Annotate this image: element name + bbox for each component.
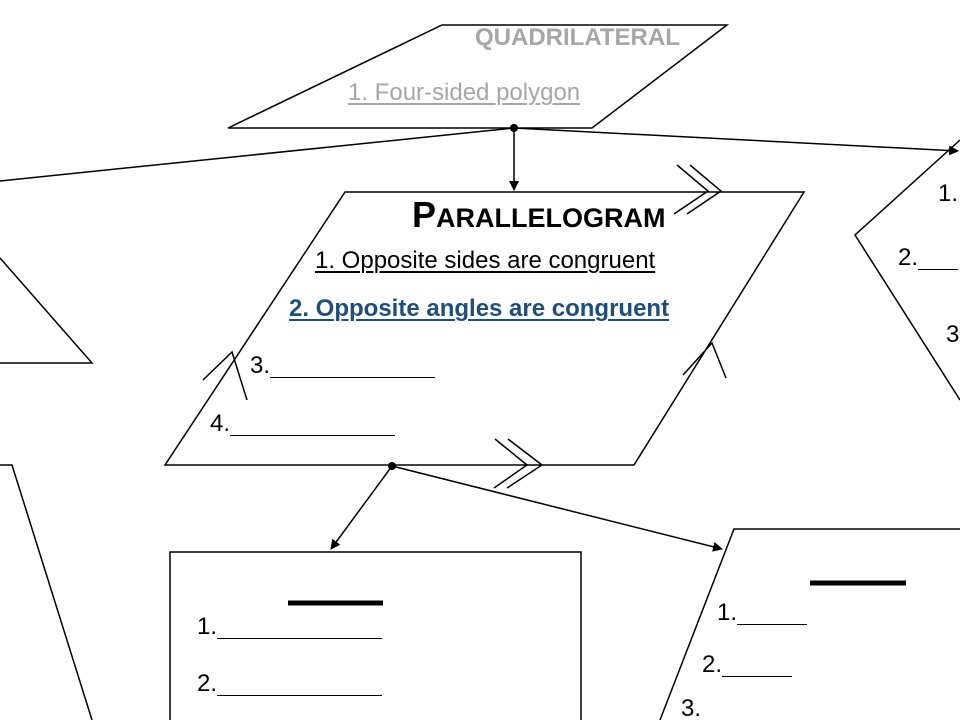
angle-mark-right	[682, 341, 727, 379]
parallelogram-property-3-blank	[270, 355, 436, 378]
bottom-left-item-2: 2.	[197, 670, 383, 697]
bottom-right-item-3-label: 3.	[681, 695, 702, 722]
right-shape-item-1-label: 1.	[938, 180, 959, 207]
bottom-right-item-1-blank	[737, 602, 808, 625]
parallelogram-title: PARALLELOGRAM	[412, 197, 666, 233]
parallel-mark-top-1	[673, 164, 710, 215]
parallelogram-shape	[163, 191, 806, 466]
bottom-right-item-2: 2.	[702, 651, 793, 678]
bottom-left-item-2-label: 2.	[197, 670, 218, 697]
connector-left	[0, 127, 515, 182]
right-shape-item-2-label: 2.	[898, 244, 919, 271]
right-shape-item-3: 3	[946, 323, 959, 347]
parallelogram-property-2: 2. Opposite angles are congruent	[289, 295, 670, 322]
quadrilateral-property-1: 1. Four-sided polygon	[348, 79, 581, 106]
parallelogram-property-1: 1. Opposite sides are congruent	[315, 247, 656, 274]
quadrilateral-shape	[227, 24, 730, 129]
arrow-to-bottom-right-shape	[391, 465, 723, 552]
parallelogram-property-4-blank	[230, 413, 396, 436]
junction-dot-bottom	[388, 462, 396, 470]
bottom-right-item-3: 3.	[681, 697, 701, 721]
bottom-right-item-2-blank	[722, 654, 793, 677]
bottom-left-item-1-blank	[217, 616, 383, 639]
arrow-to-bottom-left-box	[330, 465, 393, 550]
bottom-right-item-1: 1.	[717, 599, 808, 626]
left-bottom-shape-outline	[0, 464, 93, 720]
right-shape-item-2-blank	[918, 247, 959, 270]
parallel-mark-bottom-2	[506, 438, 544, 489]
parallelogram-property-4: 4.	[210, 410, 396, 437]
parallel-mark-bottom-1	[493, 438, 529, 489]
right-shape-item-3-label: 3	[946, 321, 960, 348]
parallelogram-title-initial: P	[412, 194, 437, 235]
junction-dot-top	[510, 124, 518, 132]
angle-mark-left	[202, 350, 248, 401]
left-triangle-outline	[0, 257, 94, 364]
parallelogram-property-4-label: 4.	[210, 410, 231, 437]
bottom-right-shape-outline	[659, 528, 960, 720]
right-shape-item-2: 2.	[898, 244, 959, 271]
bottom-left-item-1: 1.	[197, 613, 383, 640]
quadrilateral-title: QUADRILATERAL	[475, 24, 680, 51]
right-shape-outline	[854, 139, 960, 401]
bottom-left-box-outline	[169, 551, 582, 720]
right-shape-item-1: 1.	[938, 182, 958, 206]
parallelogram-property-3-label: 3.	[250, 352, 271, 379]
bottom-left-item-2-blank	[217, 673, 383, 696]
bottom-right-item-2-label: 2.	[702, 651, 723, 678]
bottom-right-item-1-label: 1.	[717, 599, 738, 626]
bottom-left-item-1-label: 1.	[197, 613, 218, 640]
arrow-to-right-shape	[513, 127, 959, 156]
parallel-mark-top-2	[686, 164, 723, 215]
parallelogram-title-rest: ARALLELOGRAM	[436, 203, 666, 233]
parallelogram-property-3: 3.	[250, 352, 436, 379]
